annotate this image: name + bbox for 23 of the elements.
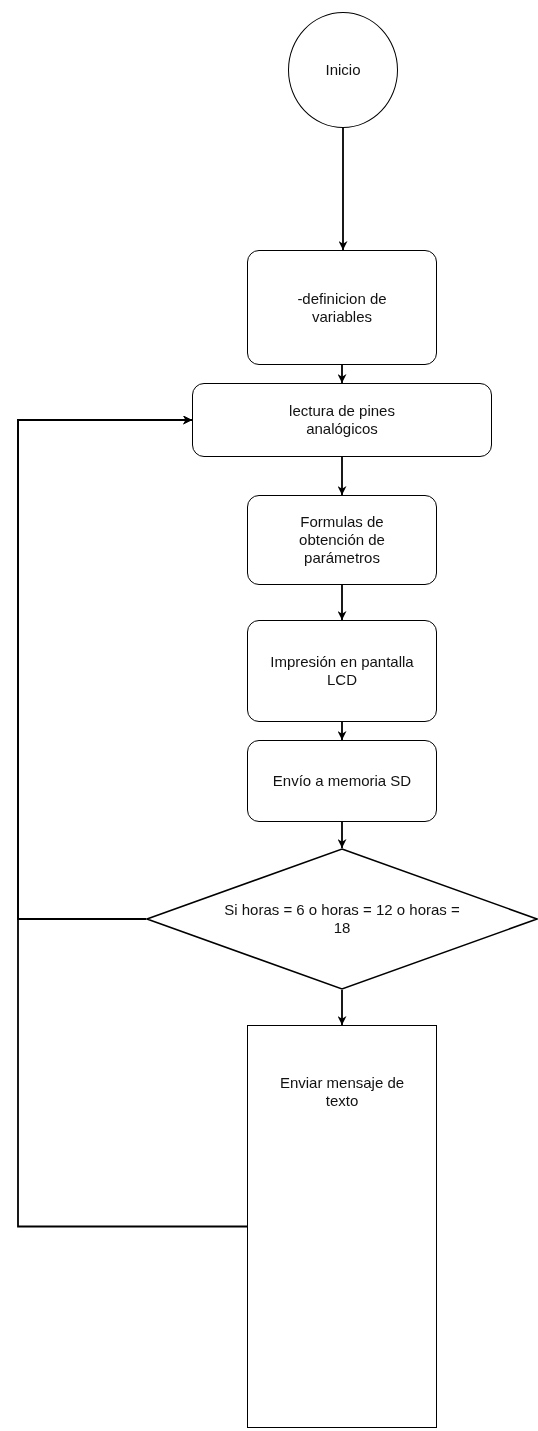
node-text: Inicio <box>324 61 362 79</box>
node-text: -definicion de variables <box>296 289 388 326</box>
arrow <box>338 127 348 251</box>
process-box <box>247 740 437 822</box>
node-text: lectura de pines analógicos <box>288 402 396 438</box>
process-box <box>247 620 437 722</box>
arrow <box>337 456 347 496</box>
node-text: Impresión en pantalla LCD <box>269 653 415 689</box>
process-box <box>192 383 492 457</box>
arrow <box>337 821 347 849</box>
process-box <box>247 250 437 365</box>
node-text: Envío a memoria SD <box>271 772 413 790</box>
process-box <box>247 495 437 585</box>
arrow <box>337 721 347 741</box>
arrow <box>17 415 248 1228</box>
arrow <box>337 584 347 621</box>
process-box <box>247 1025 437 1428</box>
decision-diamond <box>146 848 538 990</box>
node-text: Formulas de obtención de parámetros <box>298 513 386 567</box>
node-text: Si horas = 6 o horas = 12 o horas = 18 <box>223 901 461 937</box>
arrow <box>337 989 347 1026</box>
arrow <box>337 364 347 384</box>
node-text: Enviar mensaje de texto <box>278 1074 406 1110</box>
